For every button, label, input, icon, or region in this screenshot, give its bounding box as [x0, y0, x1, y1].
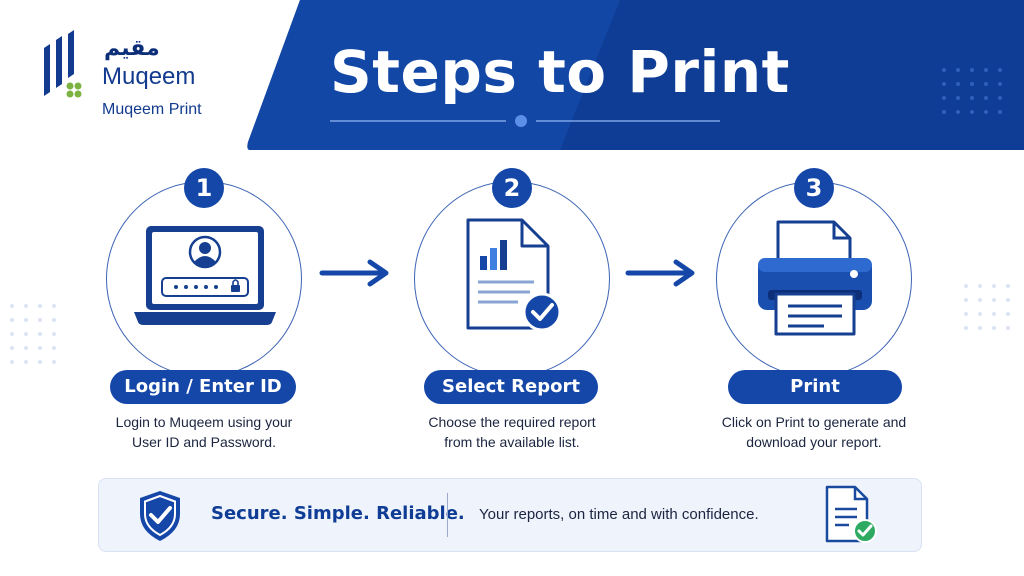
laptop-login-icon	[134, 226, 276, 325]
footer-tagline: Secure. Simple. Reliable.	[211, 503, 465, 524]
step-2-label: Select Report	[424, 370, 598, 404]
shield-check-icon	[140, 491, 180, 541]
decorative-dots-left	[10, 304, 56, 364]
decorative-dots-right	[964, 284, 1010, 330]
step-3-description: Click on Print to generate and download …	[721, 414, 907, 450]
step-1: 1 Login / Enter ID Login to Muqeem using…	[74, 168, 334, 458]
report-document-icon	[466, 218, 562, 332]
step-3: 3 Print Click on Print to generate and d…	[684, 168, 944, 458]
step-3-label: Print	[728, 370, 902, 404]
printer-icon	[758, 220, 872, 336]
footer-message: Your reports, on time and with confidenc…	[479, 506, 759, 523]
step-1-description: Login to Muqeem using your User ID and P…	[115, 414, 293, 450]
brand-subtitle: Muqeem Print	[102, 101, 202, 118]
brand-arabic-name: مقيم	[104, 36, 160, 61]
step-1-number: 1	[184, 168, 224, 208]
arrow-right-icon	[319, 259, 389, 287]
step-2: 2 Select Report Choose the required repo…	[382, 168, 642, 458]
brand-name: Muqeem	[102, 63, 196, 90]
step-3-number: 3	[794, 168, 834, 208]
page-title: Steps to Print	[330, 38, 790, 106]
footer-divider	[447, 493, 448, 537]
header-banner	[0, 0, 1024, 150]
arrow-right-icon	[625, 259, 695, 287]
footer-banner: Secure. Simple. Reliable. Your reports, …	[98, 478, 922, 552]
document-check-icon	[825, 485, 877, 543]
muqeem-logo-icon	[44, 30, 82, 98]
step-1-label: Login / Enter ID	[110, 370, 296, 404]
step-2-number: 2	[492, 168, 532, 208]
step-2-description: Choose the required report from the avai…	[428, 414, 596, 450]
